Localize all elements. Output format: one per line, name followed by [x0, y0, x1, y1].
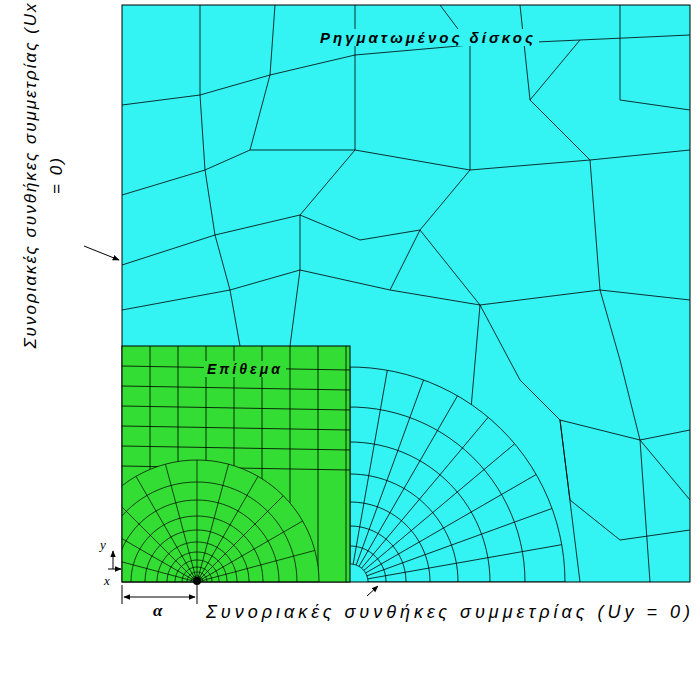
mesh-line: [122, 550, 197, 582]
crack-tip-zone: [122, 460, 319, 582]
leader-arrow: [84, 246, 119, 260]
mesh-line: [530, 40, 580, 100]
mesh-line: [122, 386, 350, 390]
mesh-line: [197, 550, 315, 582]
mesh-line: [122, 406, 350, 410]
patch-mesh: [122, 346, 350, 582]
mesh-line: [197, 460, 198, 582]
mesh-line: [620, 5, 690, 110]
mesh-line: [318, 346, 319, 582]
leader-arrow: [367, 586, 378, 596]
mesh-line: [346, 346, 347, 582]
mesh-line: [362, 417, 489, 568]
mesh-line: [122, 521, 197, 582]
dimension-label: α: [153, 601, 162, 621]
mesh-line: [197, 521, 303, 582]
dimension-tick: [197, 585, 198, 604]
mesh-line: [122, 460, 319, 582]
mesh-line: [366, 475, 537, 574]
mesh-line: [600, 290, 690, 500]
mesh-line: [480, 305, 690, 440]
mesh-line: [122, 270, 480, 310]
leader-arrow: [113, 551, 114, 569]
mesh-line: [200, 5, 240, 346]
mesh-line: [300, 215, 690, 305]
leader-arrow: [108, 569, 121, 570]
cracked-disk-region: Ρηγματωμένος δίσκοςΕπίθεμα: [122, 5, 690, 582]
crack-tip: [193, 577, 201, 585]
mesh-line: [560, 420, 690, 540]
axis-label: x: [104, 573, 110, 589]
region-label: Ρηγματωμένος δίσκος: [317, 29, 539, 46]
region-label: Επίθεμα: [204, 361, 286, 377]
mesh-line: [364, 444, 515, 571]
mesh-line: [122, 496, 197, 582]
patch-outline: [122, 346, 350, 582]
mesh-line: [122, 150, 355, 265]
boundary-condition-label: Συνοριακές συνθήκες συμμετρίας (Uy = 0): [205, 599, 695, 625]
mesh-line: [390, 5, 470, 290]
mesh-line: [136, 476, 197, 582]
mesh-line: [197, 476, 258, 582]
mesh-line: [197, 464, 229, 582]
mesh-line: [355, 5, 356, 150]
axis-label: y: [100, 537, 106, 553]
dimension-line: [124, 597, 195, 598]
boundary-condition-label: Συνοριακές συνθήκες συμμετρίας (Ux = 0): [18, 0, 70, 355]
mesh-line: [250, 5, 275, 150]
mesh-line: [197, 496, 283, 582]
dimension-tick: [122, 585, 123, 604]
mesh-line: [122, 150, 690, 195]
mesh-line: [520, 5, 600, 290]
mesh-line: [353, 370, 387, 564]
mesh-line: [165, 464, 197, 582]
patch-region: Επίθεμα: [122, 346, 350, 582]
mesh-line: [122, 426, 350, 430]
mesh-line: [290, 215, 300, 346]
mesh-line: [368, 545, 562, 579]
mesh-line: [640, 440, 650, 582]
mesh-line: [356, 380, 423, 565]
mesh-line: [122, 446, 350, 450]
